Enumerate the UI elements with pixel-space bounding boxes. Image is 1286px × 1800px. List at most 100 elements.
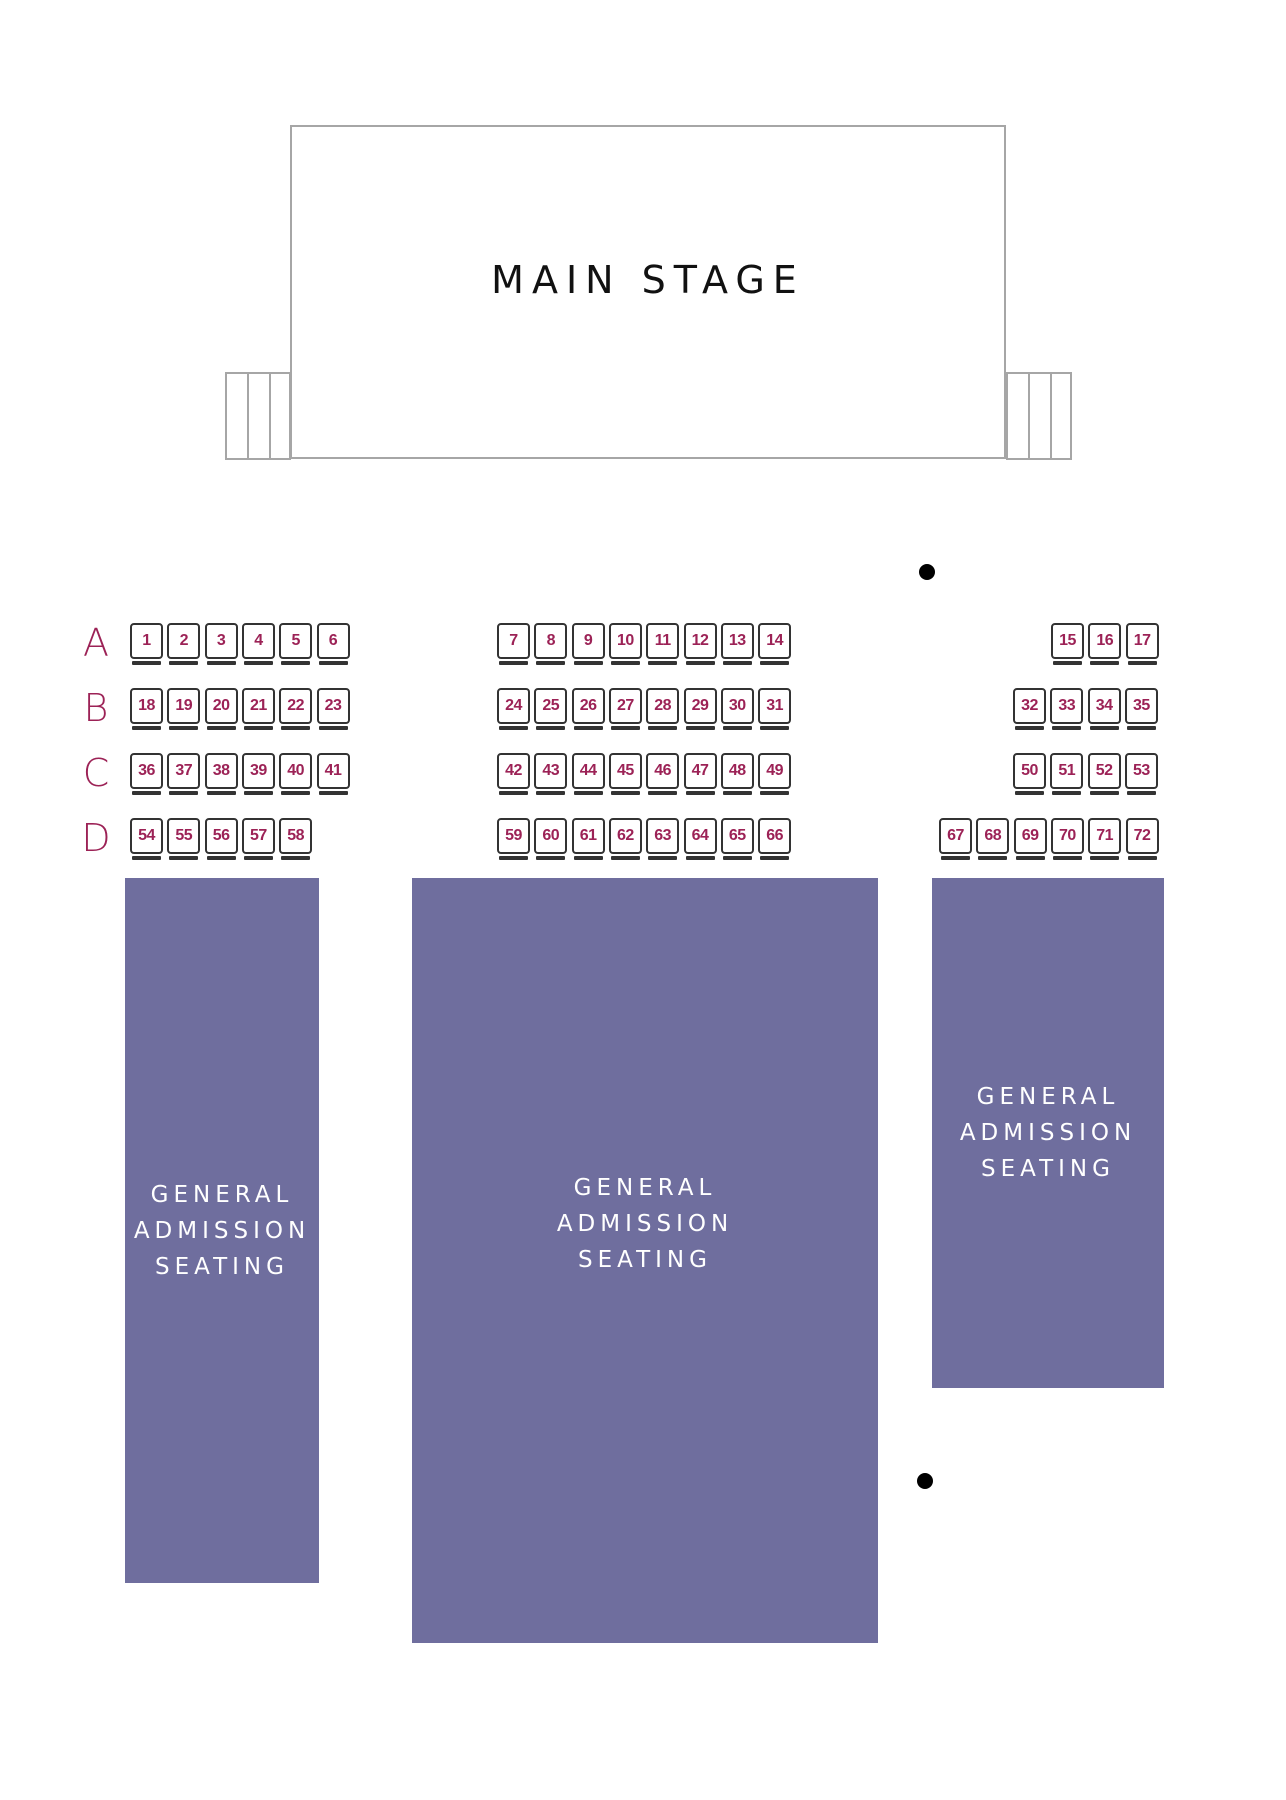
seat-19[interactable]: 19 <box>167 688 201 730</box>
seat-21[interactable]: 21 <box>241 688 275 730</box>
seat-43[interactable]: 43 <box>534 753 568 795</box>
seat-3[interactable]: 3 <box>204 623 238 665</box>
seat-back <box>571 818 605 854</box>
seat-68[interactable]: 68 <box>976 818 1010 860</box>
seat-32[interactable]: 32 <box>1013 688 1046 730</box>
seat-4[interactable]: 4 <box>241 623 275 665</box>
seat-39[interactable]: 39 <box>241 753 275 795</box>
seat-59[interactable]: 59 <box>497 818 530 860</box>
seat-38[interactable]: 38 <box>204 753 238 795</box>
seat-46[interactable]: 46 <box>646 753 680 795</box>
seat-2[interactable]: 2 <box>167 623 201 665</box>
seat-13[interactable]: 13 <box>720 623 754 665</box>
seat-24[interactable]: 24 <box>497 688 530 730</box>
seat-back <box>1050 688 1084 724</box>
seat-base <box>1126 726 1156 730</box>
general-admission-right[interactable]: GENERAL ADMISSION SEATING <box>932 878 1164 1388</box>
general-admission-left[interactable]: GENERAL ADMISSION SEATING <box>125 878 319 1583</box>
seat-60[interactable]: 60 <box>534 818 568 860</box>
seat-25[interactable]: 25 <box>534 688 568 730</box>
seat-22[interactable]: 22 <box>279 688 313 730</box>
seat-52[interactable]: 52 <box>1087 753 1121 795</box>
seat-54[interactable]: 54 <box>130 818 163 860</box>
seat-base <box>1052 856 1082 860</box>
seat-55[interactable]: 55 <box>167 818 201 860</box>
seat-28[interactable]: 28 <box>646 688 680 730</box>
seat-71[interactable]: 71 <box>1088 818 1122 860</box>
seat-29[interactable]: 29 <box>683 688 717 730</box>
seat-34[interactable]: 34 <box>1087 688 1121 730</box>
seat-48[interactable]: 48 <box>720 753 754 795</box>
seat-number: 6 <box>328 632 338 649</box>
seat-51[interactable]: 51 <box>1050 753 1084 795</box>
seat-63[interactable]: 63 <box>646 818 680 860</box>
seat-53[interactable]: 53 <box>1124 753 1158 795</box>
seat-45[interactable]: 45 <box>608 753 642 795</box>
seat-44[interactable]: 44 <box>571 753 605 795</box>
seat-base <box>722 661 752 665</box>
seat-6[interactable]: 6 <box>316 623 350 665</box>
seat-69[interactable]: 69 <box>1013 818 1047 860</box>
seat-64[interactable]: 64 <box>683 818 717 860</box>
seat-30[interactable]: 30 <box>720 688 754 730</box>
seat-number: 48 <box>728 762 746 779</box>
seat-66[interactable]: 66 <box>758 818 792 860</box>
seat-base <box>206 726 236 730</box>
seat-49[interactable]: 49 <box>758 753 792 795</box>
seat-61[interactable]: 61 <box>571 818 605 860</box>
seat-40[interactable]: 40 <box>279 753 313 795</box>
seat-35[interactable]: 35 <box>1124 688 1158 730</box>
seat-58[interactable]: 58 <box>279 818 313 860</box>
seat-14[interactable]: 14 <box>758 623 792 665</box>
seat-base <box>499 791 528 795</box>
seat-42[interactable]: 42 <box>497 753 530 795</box>
seat-11[interactable]: 11 <box>646 623 680 665</box>
seat-10[interactable]: 10 <box>608 623 642 665</box>
seat-5[interactable]: 5 <box>279 623 313 665</box>
seat-base <box>206 661 236 665</box>
seat-65[interactable]: 65 <box>720 818 754 860</box>
seat-72[interactable]: 72 <box>1125 818 1159 860</box>
seat-67[interactable]: 67 <box>939 818 972 860</box>
seat-27[interactable]: 27 <box>608 688 642 730</box>
seat-12[interactable]: 12 <box>683 623 717 665</box>
seat-50[interactable]: 50 <box>1013 753 1046 795</box>
seat-41[interactable]: 41 <box>316 753 350 795</box>
seat-56[interactable]: 56 <box>204 818 238 860</box>
seat-number: 40 <box>287 762 305 779</box>
seat-back <box>758 688 792 724</box>
seat-17[interactable]: 17 <box>1125 623 1159 665</box>
seat-base <box>1015 726 1044 730</box>
seat-33[interactable]: 33 <box>1050 688 1084 730</box>
seat-1[interactable]: 1 <box>130 623 163 665</box>
seat-number: 61 <box>579 827 597 844</box>
seat-31[interactable]: 31 <box>758 688 792 730</box>
seat-number: 52 <box>1095 762 1113 779</box>
seat-number: 9 <box>583 632 593 649</box>
seat-23[interactable]: 23 <box>316 688 350 730</box>
seat-16[interactable]: 16 <box>1088 623 1122 665</box>
seat-base <box>318 791 348 795</box>
seat-back <box>130 688 163 724</box>
seat-7[interactable]: 7 <box>497 623 530 665</box>
seat-8[interactable]: 8 <box>534 623 568 665</box>
seat-47[interactable]: 47 <box>683 753 717 795</box>
seat-36[interactable]: 36 <box>130 753 163 795</box>
seat-20[interactable]: 20 <box>204 688 238 730</box>
seat-15[interactable]: 15 <box>1051 623 1084 665</box>
seat-57[interactable]: 57 <box>241 818 275 860</box>
seat-9[interactable]: 9 <box>571 623 605 665</box>
seat-number: 45 <box>616 762 634 779</box>
seat-base <box>573 661 603 665</box>
seat-number: 67 <box>947 827 964 844</box>
seat-18[interactable]: 18 <box>130 688 163 730</box>
seat-70[interactable]: 70 <box>1050 818 1084 860</box>
seat-37[interactable]: 37 <box>167 753 201 795</box>
seat-back <box>1125 623 1159 659</box>
seat-number: 54 <box>138 827 155 844</box>
seat-26[interactable]: 26 <box>571 688 605 730</box>
general-admission-center[interactable]: GENERAL ADMISSION SEATING <box>412 878 878 1643</box>
seat-back <box>1013 688 1046 724</box>
seat-62[interactable]: 62 <box>608 818 642 860</box>
seat-number: 50 <box>1021 762 1038 779</box>
